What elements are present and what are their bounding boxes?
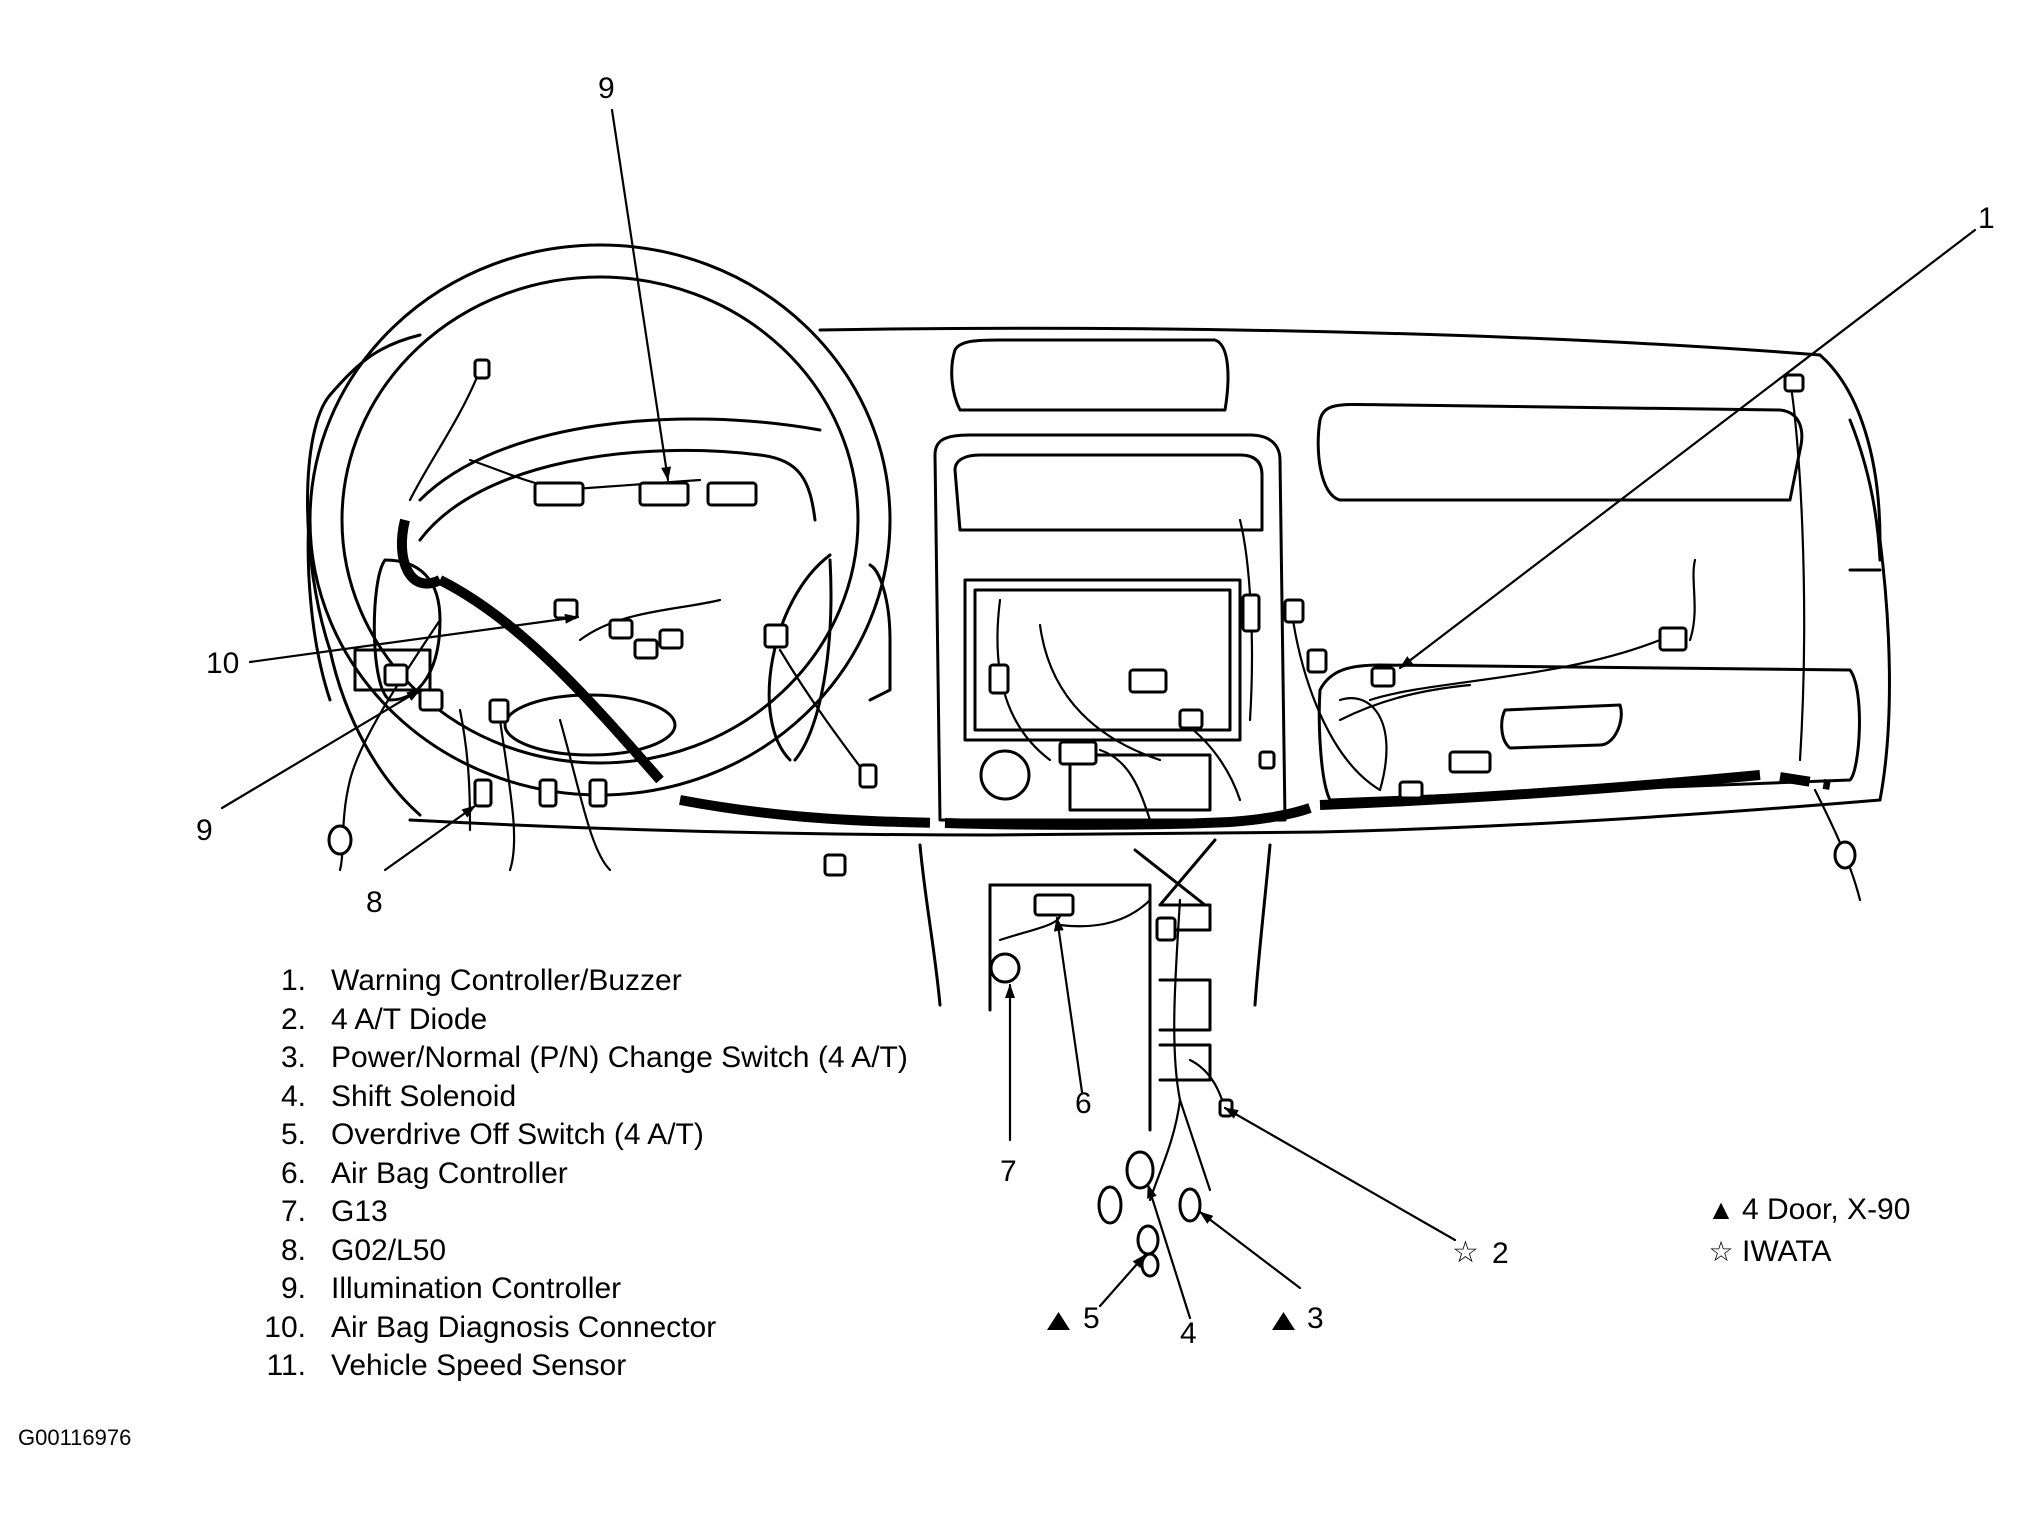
star-outline-icon: ☆ <box>1708 1236 1734 1267</box>
callout-10: 10 <box>206 647 239 680</box>
connectors <box>327 358 1857 1278</box>
legend-item: 7.G13 <box>280 1195 388 1228</box>
leader-2 <box>1223 1106 1457 1242</box>
callout-3: 3 <box>1307 1302 1324 1335</box>
key-item: ▲4 Door, X-90 <box>1700 1189 1910 1231</box>
legend-item: 1.Warning Controller/Buzzer <box>280 964 682 997</box>
leader-5 <box>1098 1253 1147 1308</box>
callout-5: 5 <box>1083 1302 1100 1335</box>
triangle-icon <box>1272 1312 1295 1330</box>
star-outline-icon: ☆ <box>1452 1235 1479 1270</box>
callout-markers: ☆ <box>1047 1235 1479 1330</box>
legend-item: 6.Air Bag Controller <box>280 1156 568 1190</box>
callout-9-top: 9 <box>598 72 615 105</box>
dashboard-outline <box>306 326 1891 1132</box>
leader-9-left <box>220 688 422 810</box>
triangle-icon: ▲ <box>1707 1194 1735 1225</box>
legend-item: 11.Vehicle Speed Sensor <box>266 1349 627 1382</box>
legend-item: 5.Overdrive Off Switch (4 A/T) <box>280 1118 704 1151</box>
leader-1 <box>1398 228 1977 670</box>
leader-8 <box>383 804 477 872</box>
leader-6 <box>1053 916 1084 1094</box>
callout-numbers: 9 1 10 9 8 6 7 4 3 5 2 <box>196 72 1995 1350</box>
callout-9-left: 9 <box>196 814 213 847</box>
legend-item: 10.Air Bag Diagnosis Connector <box>264 1310 717 1344</box>
component-legend: 1.Warning Controller/Buzzer 2.4 A/T Diod… <box>256 962 908 1386</box>
legend-item: 8.G02/L50 <box>280 1233 447 1267</box>
callout-7: 7 <box>1000 1155 1017 1188</box>
legend-item: 4.Shift Solenoid <box>280 1079 517 1113</box>
legend-item: 2.4 A/T Diode <box>280 1002 488 1036</box>
callout-1: 1 <box>1978 202 1995 235</box>
callout-6: 6 <box>1075 1087 1092 1120</box>
key-item: ☆IWATA <box>1700 1231 1910 1273</box>
symbol-key: ▲4 Door, X-90 ☆IWATA <box>1700 1189 1910 1273</box>
figure-id: G00116976 <box>18 1425 132 1450</box>
callout-4: 4 <box>1180 1317 1197 1350</box>
leader-10 <box>248 613 580 664</box>
legend-item: 9.Illumination Controller <box>280 1272 622 1305</box>
callout-leaders <box>220 108 1977 1320</box>
leader-3 <box>1198 1210 1302 1290</box>
callout-2: 2 <box>1492 1237 1509 1270</box>
callout-8: 8 <box>366 886 383 919</box>
leader-4 <box>1146 1183 1192 1320</box>
triangle-icon <box>1047 1312 1070 1330</box>
leader-9-top <box>610 108 671 482</box>
legend-item: 3.Power/Normal (P/N) Change Switch (4 A/… <box>280 1041 908 1074</box>
